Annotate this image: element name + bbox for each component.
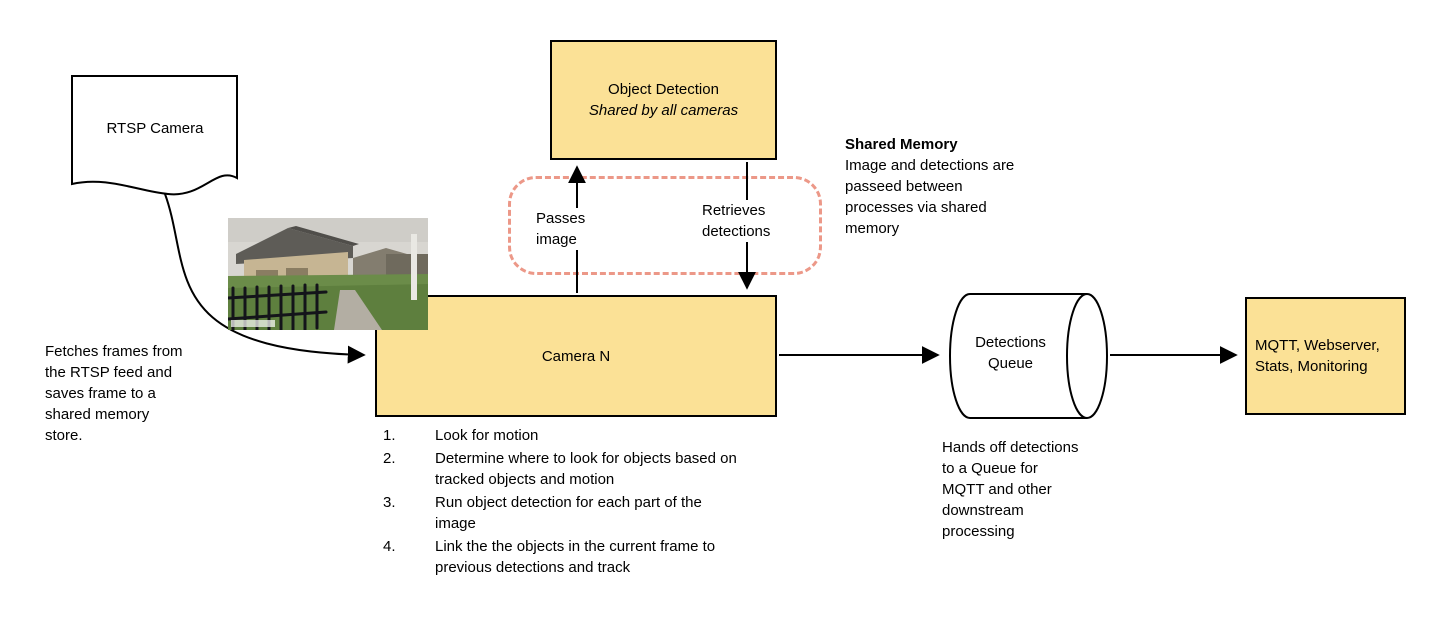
detections-queue-label: Detections Queue: [975, 334, 1046, 372]
outputs-label: MQTT, Webserver, Stats, Monitoring: [1255, 337, 1380, 375]
fetch-note: Fetches frames from the RTSP feed and sa…: [45, 343, 183, 444]
camera-step: Look for motion: [383, 425, 539, 446]
shared-memory-title: Shared Memory: [845, 136, 958, 153]
node-rtsp-camera-shape: [71, 75, 238, 196]
node-object-detection: Object Detection Shared by all cameras: [550, 40, 777, 160]
camera-steps-list: Look for motion Determine where to look …: [383, 425, 745, 580]
shared-memory-note: Shared Memory Image and detections are p…: [845, 134, 1065, 239]
node-camera-n: Camera N: [375, 295, 777, 417]
camera-step: Run object detection for each part of th…: [383, 492, 702, 532]
rtsp-camera-label: RTSP Camera: [106, 120, 204, 137]
queue-note: Hands off detections to a Queue for MQTT…: [942, 439, 1079, 540]
camera-step: Determine where to look for objects base…: [383, 448, 737, 488]
shared-memory-body: Image and detections are passeed between…: [845, 157, 1015, 237]
retrieves-detections-label: Retrieves detections: [700, 200, 773, 242]
passes-image-label: Passes image: [534, 208, 588, 250]
camera-snapshot-image: [228, 218, 428, 330]
camera-step: Link the the objects in the current fram…: [383, 536, 716, 576]
object-detection-subtitle: Shared by all cameras: [588, 102, 739, 119]
object-detection-title: Object Detection: [608, 81, 719, 98]
camera-n-label: Camera N: [541, 347, 611, 365]
node-detections-queue-shape: [949, 293, 1108, 419]
shared-memory-region: [508, 176, 822, 275]
node-outputs: MQTT, Webserver, Stats, Monitoring: [1245, 297, 1406, 415]
